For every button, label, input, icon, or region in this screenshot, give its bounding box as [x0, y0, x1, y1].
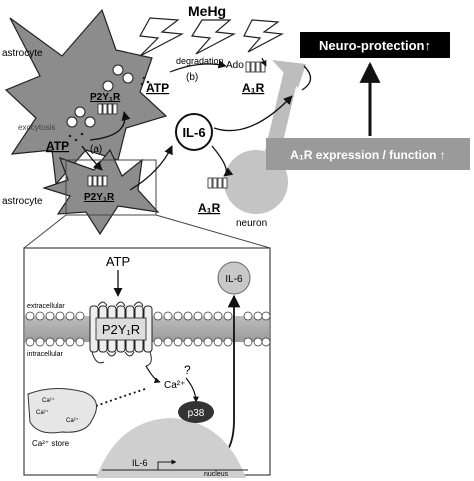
step-b-label: (b)	[186, 72, 198, 83]
a1r-top-label: A₁R	[242, 81, 265, 95]
astrocyte-label-bottom: astrocyte	[2, 196, 43, 207]
p2y1r-receptor-icon-top	[97, 103, 118, 115]
a1r-receptor-icon-bottom	[207, 177, 228, 189]
ca-store-ion: Ca²⁺	[42, 397, 55, 404]
p38-label: p38	[188, 408, 205, 419]
receptor-loops	[91, 301, 152, 367]
il6-to-neuron-arrow	[213, 95, 293, 132]
neuron-label: neuron	[236, 218, 267, 229]
ca-store-label: Ca²⁺ store	[32, 439, 70, 448]
lower-astrocyte-body	[42, 148, 160, 236]
a1r-bottom-label: A₁R	[198, 201, 221, 215]
a1r-expression-text: A₁R expression / function ↑	[290, 148, 446, 162]
il6-vesicle	[217, 261, 251, 295]
astrocyte-to-il6-arrow	[129, 145, 173, 191]
p38-oval	[178, 401, 214, 423]
astrocyte-label-top: astrocyte	[2, 48, 43, 59]
ca-store	[27, 388, 97, 434]
question-mark: ?	[184, 363, 191, 377]
inset-atp-label: ATP	[106, 254, 130, 269]
nucleus	[96, 418, 246, 478]
path-a-arrow	[81, 145, 103, 171]
atp-vesicles	[66, 64, 134, 128]
p2y1r-receptor-icon-bottom	[87, 175, 108, 187]
ca-cytosol-label: Ca²⁺	[164, 380, 185, 391]
zoom-line-left	[23, 214, 67, 249]
il6-gene-label: IL-6	[132, 458, 148, 468]
p2y1r-label-bg	[95, 317, 147, 341]
il6-vesicle-label: IL-6	[225, 274, 243, 285]
il6-label: IL-6	[182, 125, 205, 140]
neuron-to-a1r-arrow	[301, 65, 312, 91]
exocytosis-label: exocytosis	[18, 123, 55, 132]
ca-store-ion: Ca²⁺	[36, 409, 49, 416]
autocrine-arrow	[89, 111, 131, 141]
ca-to-p38-arrow	[185, 377, 199, 403]
mehg-label: MeHg	[188, 3, 226, 19]
p2y1r-bottom-label: P2Y₁R	[84, 192, 115, 203]
neuroprotection-banner	[300, 32, 450, 58]
mehg-lightning-icons	[139, 17, 285, 57]
p2y1r-top-label: P2Y₁R	[90, 92, 121, 103]
transcription-start-arrow	[157, 459, 177, 470]
step-a-label: (a)	[90, 144, 102, 155]
receptor-to-ca-arrow	[145, 365, 161, 384]
il6-circle	[175, 113, 213, 151]
ca-store-release-line	[95, 387, 149, 407]
ca-store-ion: Ca²⁺	[66, 417, 79, 424]
neuron-terminal	[272, 60, 306, 88]
degradation-arrow	[169, 60, 227, 73]
zoom-line-right	[155, 214, 271, 249]
extracellular-label: extracellular	[27, 303, 65, 310]
il6-to-a1r-arrow	[211, 145, 234, 177]
ado-label: Ado	[226, 60, 244, 71]
atp-left-label: ATP	[46, 139, 69, 153]
atp-top-label: ATP	[146, 81, 169, 95]
degradation-label: degradation	[176, 56, 224, 66]
ado-to-a1r-arrow	[260, 57, 267, 67]
intracellular-label: intracellular	[27, 351, 63, 358]
nucleus-label: nucleus	[204, 471, 229, 478]
p2y1r-inset-label: P2Y₁R	[102, 322, 140, 337]
membrane-lipid-heads	[25, 311, 271, 347]
a1r-receptor-icon-top	[245, 61, 266, 73]
neuroprotection-text: Neuro-protection↑	[319, 38, 431, 53]
zoom-region-box	[65, 159, 157, 216]
a1r-expression-banner	[266, 138, 470, 170]
